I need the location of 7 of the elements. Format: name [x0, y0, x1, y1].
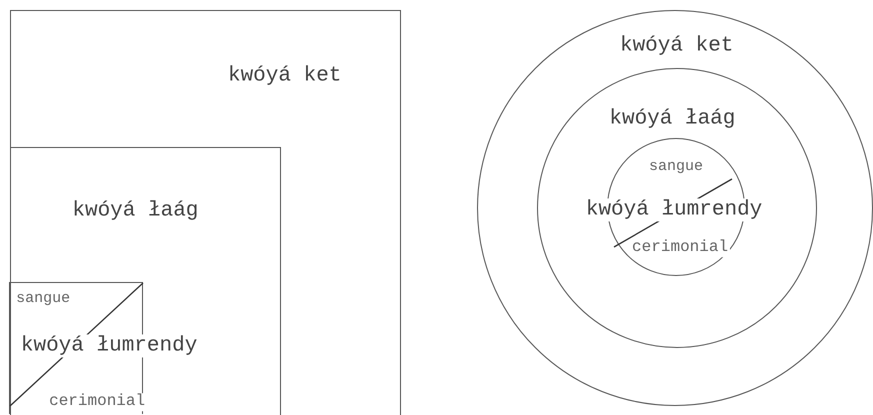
- circle-region: [536, 68, 817, 348]
- square-region: [10, 10, 401, 415]
- region-label: sangue: [14, 290, 72, 308]
- circle-region: [477, 10, 873, 406]
- region-label: cerimonial: [630, 239, 730, 257]
- square-region: [10, 146, 281, 415]
- region-label: cerimonial: [47, 393, 148, 411]
